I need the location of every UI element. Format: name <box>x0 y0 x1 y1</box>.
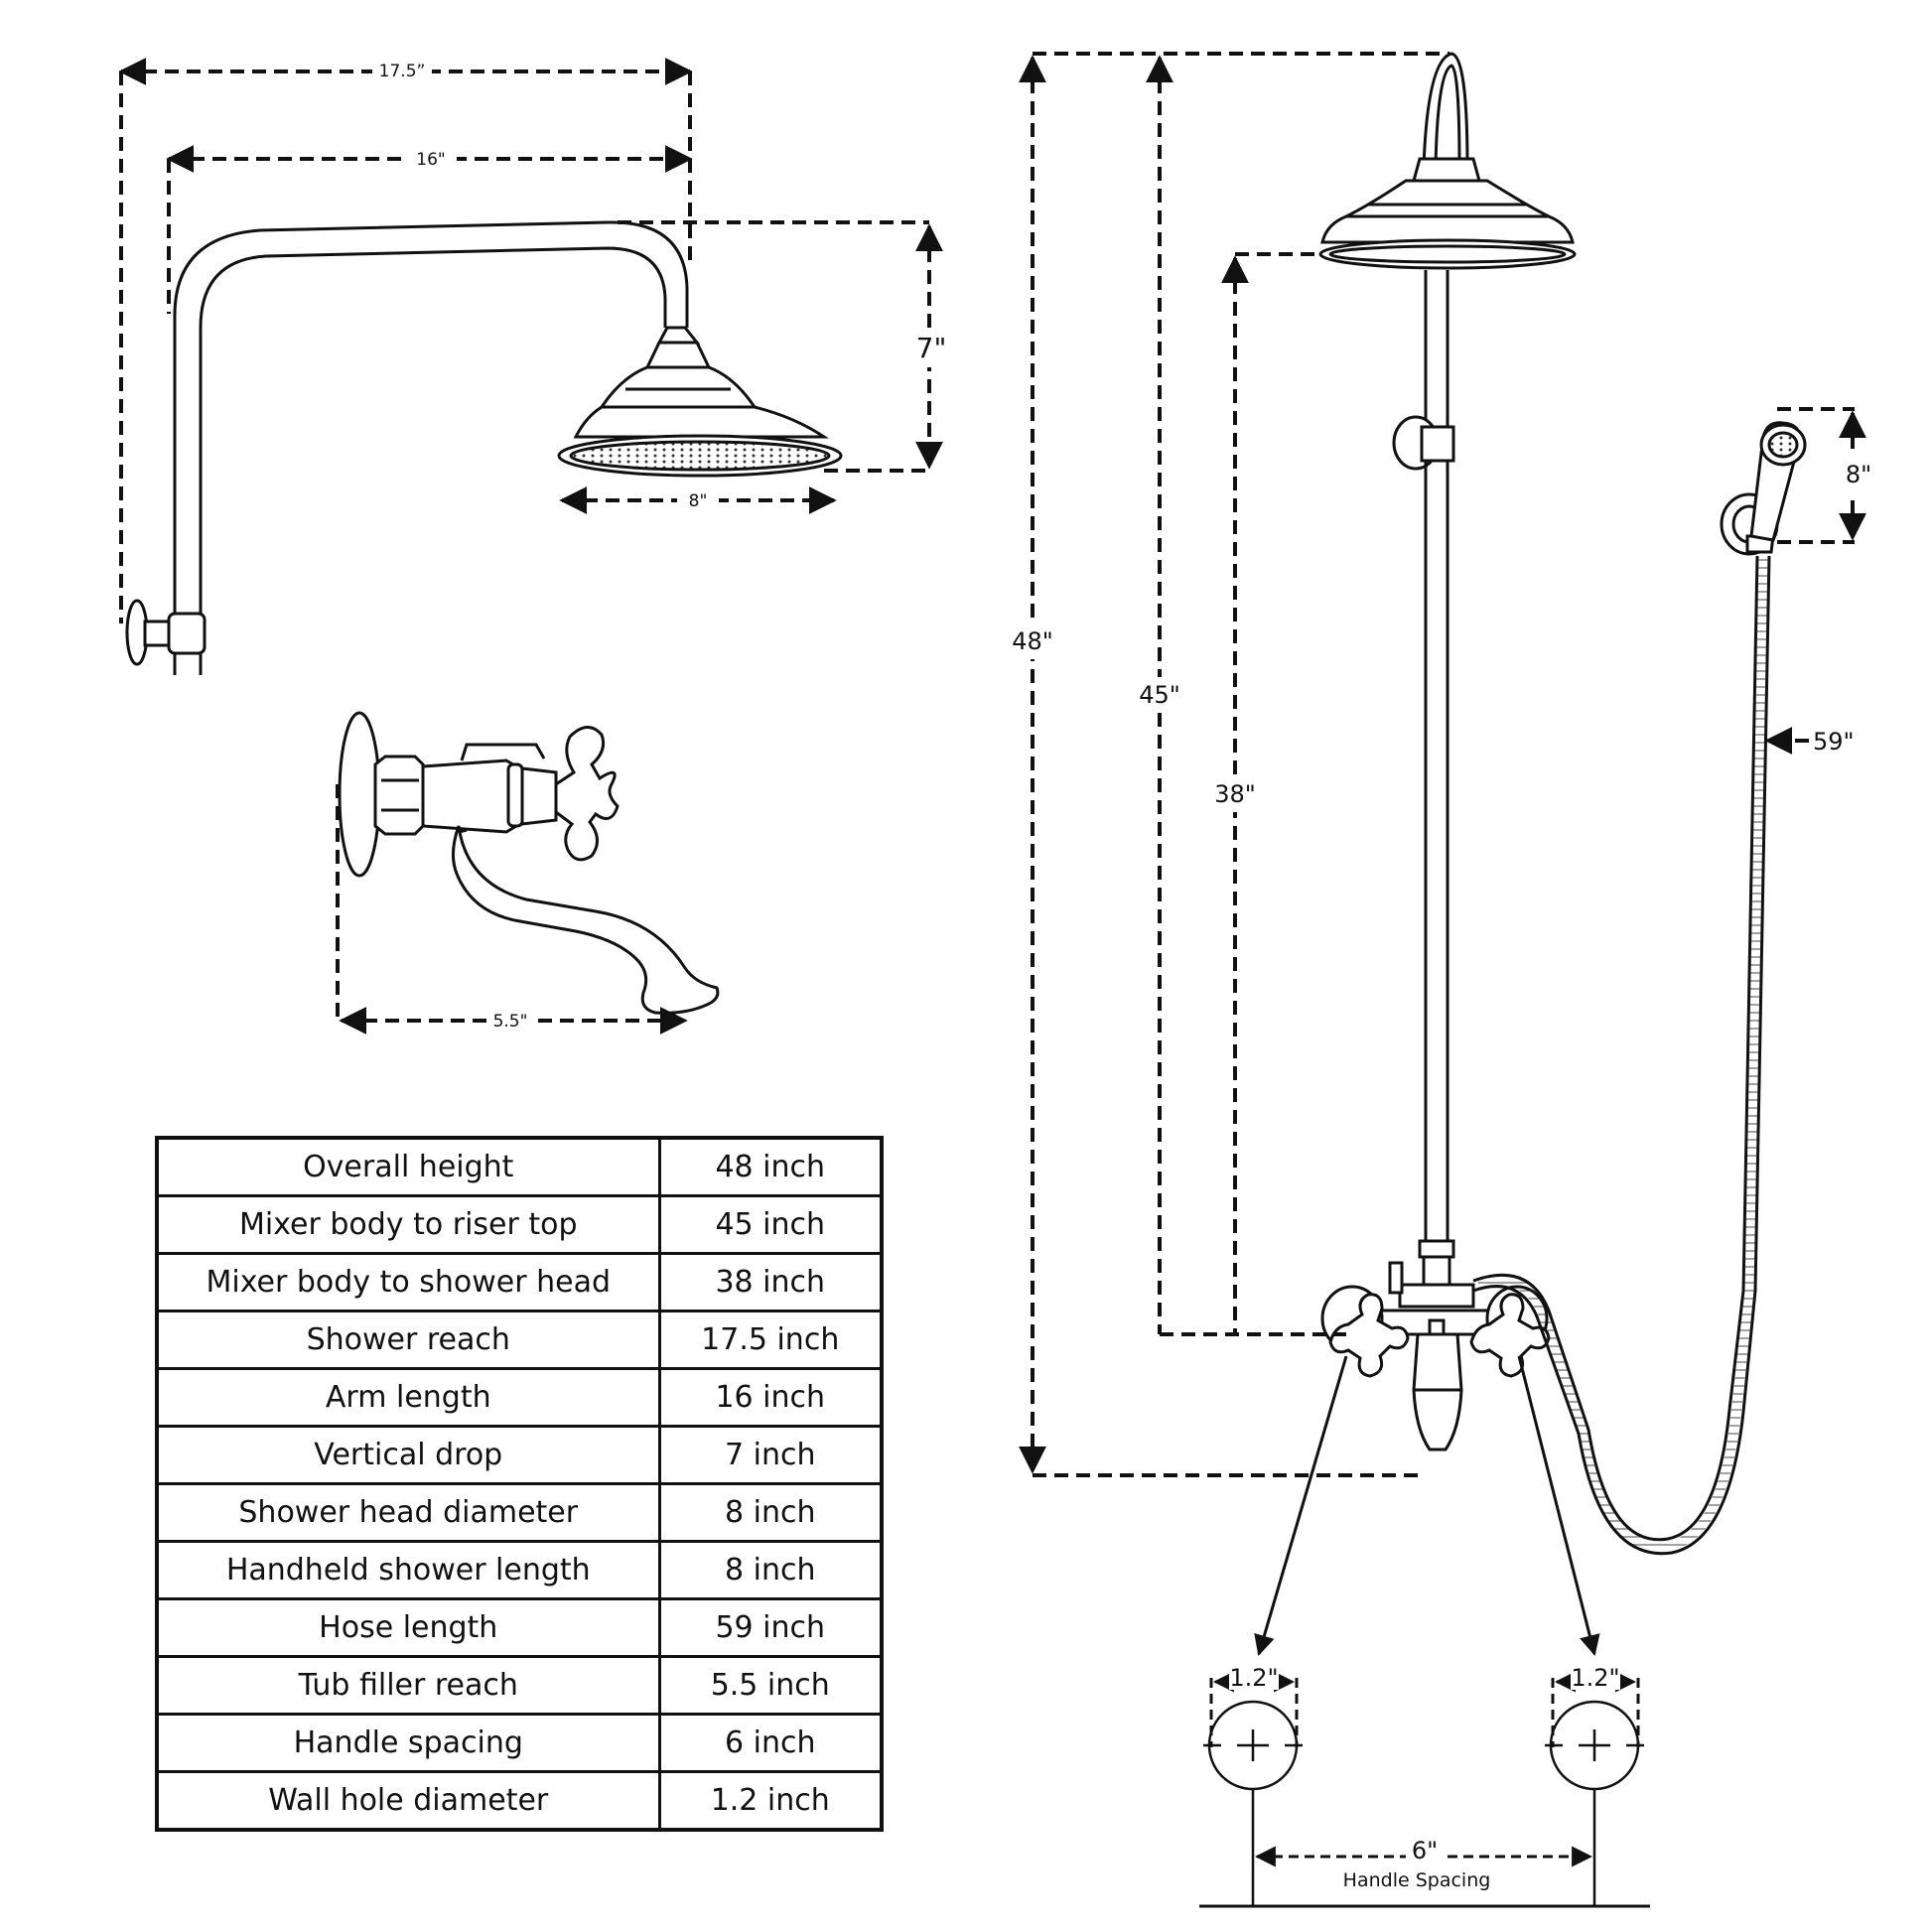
spec-value: 17.5 inch <box>657 1310 884 1370</box>
rain-shower-head-drawing <box>557 326 843 478</box>
vertical-drop-label: 7" <box>916 332 947 364</box>
spec-value: 6 inch <box>657 1713 884 1773</box>
arm-length-label: 16" <box>416 150 445 170</box>
hose-length-label: 59" <box>1813 728 1855 756</box>
wall-hole-left <box>1203 1700 1303 1906</box>
spec-label: Handle spacing <box>155 1713 661 1773</box>
tub-filler-drawing <box>338 711 720 1015</box>
spec-label: Shower head diameter <box>155 1482 661 1543</box>
shower-hose-drawing <box>1472 555 1771 1556</box>
spec-value: 5.5 inch <box>657 1655 884 1716</box>
riser-top-dimension <box>1146 55 1346 1336</box>
spec-value: 8 inch <box>657 1540 884 1600</box>
tub-filler-reach-dimension <box>336 784 688 1035</box>
spec-label: Vertical drop <box>155 1425 661 1485</box>
handle-pointer-arrows <box>1254 1355 1600 1657</box>
spec-value: 16 inch <box>657 1367 884 1428</box>
spec-value: 59 inch <box>657 1597 884 1658</box>
handle-spacing-label: 6" <box>1412 1837 1438 1864</box>
wall-hole-left-label: 1.2" <box>1229 1664 1278 1692</box>
handheld-length-label: 8" <box>1846 461 1871 488</box>
spec-label: Hose length <box>155 1597 661 1658</box>
shower-head-height-label: 38" <box>1214 780 1256 808</box>
overall-height-label: 48" <box>1012 627 1053 655</box>
wall-hole-right <box>1545 1700 1644 1906</box>
shower-reach-label: 17.5” <box>379 62 426 81</box>
spec-value: 45 inch <box>657 1194 884 1255</box>
spec-value: 38 inch <box>657 1252 884 1312</box>
shower-reach-dimension <box>118 58 693 623</box>
shower-riser-drawing <box>1318 52 1577 1451</box>
spec-value: 8 inch <box>657 1482 884 1543</box>
tub-filler-reach-label: 5.5" <box>493 1012 528 1032</box>
spec-value: 7 inch <box>657 1425 884 1485</box>
arm-length-dimension <box>166 145 693 314</box>
handle-spacing-caption: Handle Spacing <box>1343 1869 1491 1891</box>
spec-value: 48 inch <box>657 1136 884 1197</box>
spec-label: Wall hole diameter <box>155 1770 661 1832</box>
spec-label: Overall height <box>155 1136 661 1197</box>
handheld-length-dimension <box>1777 407 1866 544</box>
spec-label: Mixer body to riser top <box>155 1194 661 1255</box>
spec-label: Mixer body to shower head <box>155 1252 661 1312</box>
spec-label: Arm length <box>155 1367 661 1428</box>
spec-label: Handheld shower length <box>155 1540 661 1600</box>
shower-arm-drawing <box>125 220 689 675</box>
spec-value: 1.2 inch <box>657 1770 884 1832</box>
overall-height-dimension <box>1019 52 1449 1477</box>
spec-label: Shower reach <box>155 1310 661 1370</box>
riser-top-label: 45" <box>1139 681 1180 709</box>
spec-label: Tub filler reach <box>155 1655 661 1716</box>
wall-hole-right-label: 1.2" <box>1571 1664 1619 1692</box>
head-diameter-label: 8" <box>689 491 708 511</box>
handheld-shower-drawing <box>1720 421 1807 556</box>
